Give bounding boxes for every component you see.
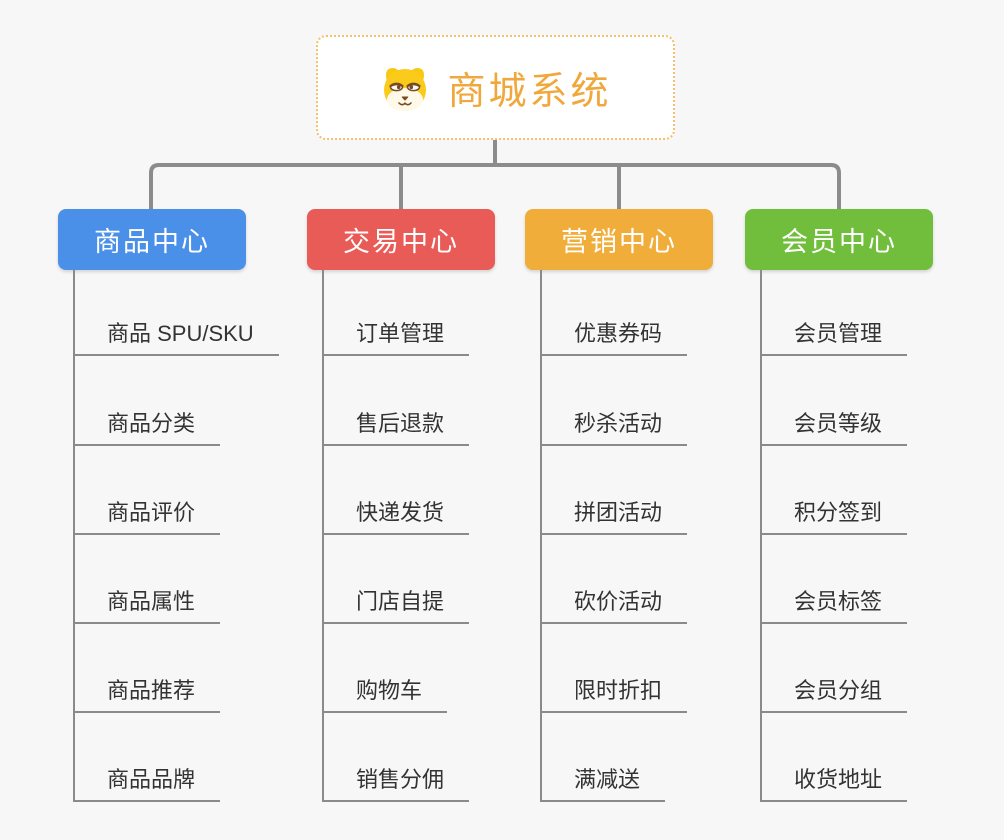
leaf-node[interactable]: 商品分类 [73, 410, 221, 446]
leaf-node[interactable]: 限时折扣 [540, 677, 688, 713]
leaf-node[interactable]: 会员等级 [760, 410, 908, 446]
leaf-node[interactable]: 商品 SPU/SKU [73, 320, 279, 356]
branch-product-center: 商品中心 商品 SPU/SKU 商品分类 商品评价 商品属性 商品推荐 商品品牌 [58, 209, 318, 840]
leaf-node[interactable]: 优惠券码 [540, 320, 688, 356]
leaf-node[interactable]: 会员管理 [760, 320, 908, 356]
leaf-node[interactable]: 订单管理 [322, 320, 470, 356]
leaf-node[interactable]: 商品属性 [73, 588, 221, 624]
leaf-node[interactable]: 拼团活动 [540, 499, 688, 535]
root-title: 商城系统 [447, 71, 612, 113]
leaf-node[interactable]: 商品品牌 [73, 766, 221, 802]
branch-spine-line [540, 270, 542, 802]
branch-member-center: 会员中心 会员管理 会员等级 积分签到 会员标签 会员分组 收货地址 [745, 209, 1004, 840]
leaf-node[interactable]: 会员分组 [760, 677, 908, 713]
branch-node-product-center[interactable]: 商品中心 [58, 209, 246, 270]
leaf-node[interactable]: 收货地址 [760, 766, 908, 802]
branch-marketing-center: 营销中心 优惠券码 秒杀活动 拼团活动 砍价活动 限时折扣 满减送 [525, 209, 785, 840]
tree-connector-lines [149, 140, 841, 210]
leaf-node[interactable]: 销售分佣 [322, 766, 470, 802]
shiba-dog-icon [384, 67, 427, 111]
branch-node-trade-center[interactable]: 交易中心 [307, 209, 495, 270]
leaf-node[interactable]: 购物车 [322, 677, 448, 713]
branch-spine-line [322, 270, 324, 802]
branch-node-marketing-center[interactable]: 营销中心 [525, 209, 713, 270]
leaf-node[interactable]: 售后退款 [322, 410, 470, 446]
branch-node-member-center[interactable]: 会员中心 [745, 209, 933, 270]
leaf-node[interactable]: 快递发货 [322, 499, 470, 535]
leaf-node[interactable]: 砍价活动 [540, 588, 688, 624]
leaf-node[interactable]: 积分签到 [760, 499, 908, 535]
root-node[interactable]: 商城系统 [316, 35, 675, 140]
leaf-node[interactable]: 秒杀活动 [540, 410, 688, 446]
leaf-node[interactable]: 商品评价 [73, 499, 221, 535]
leaf-node[interactable]: 满减送 [540, 766, 666, 802]
branch-trade-center: 交易中心 订单管理 售后退款 快递发货 门店自提 购物车 销售分佣 [307, 209, 567, 840]
leaf-node[interactable]: 门店自提 [322, 588, 470, 624]
leaf-node[interactable]: 会员标签 [760, 588, 908, 624]
branch-spine-line [760, 270, 762, 802]
leaf-node[interactable]: 商品推荐 [73, 677, 221, 713]
branch-spine-line [73, 270, 75, 802]
